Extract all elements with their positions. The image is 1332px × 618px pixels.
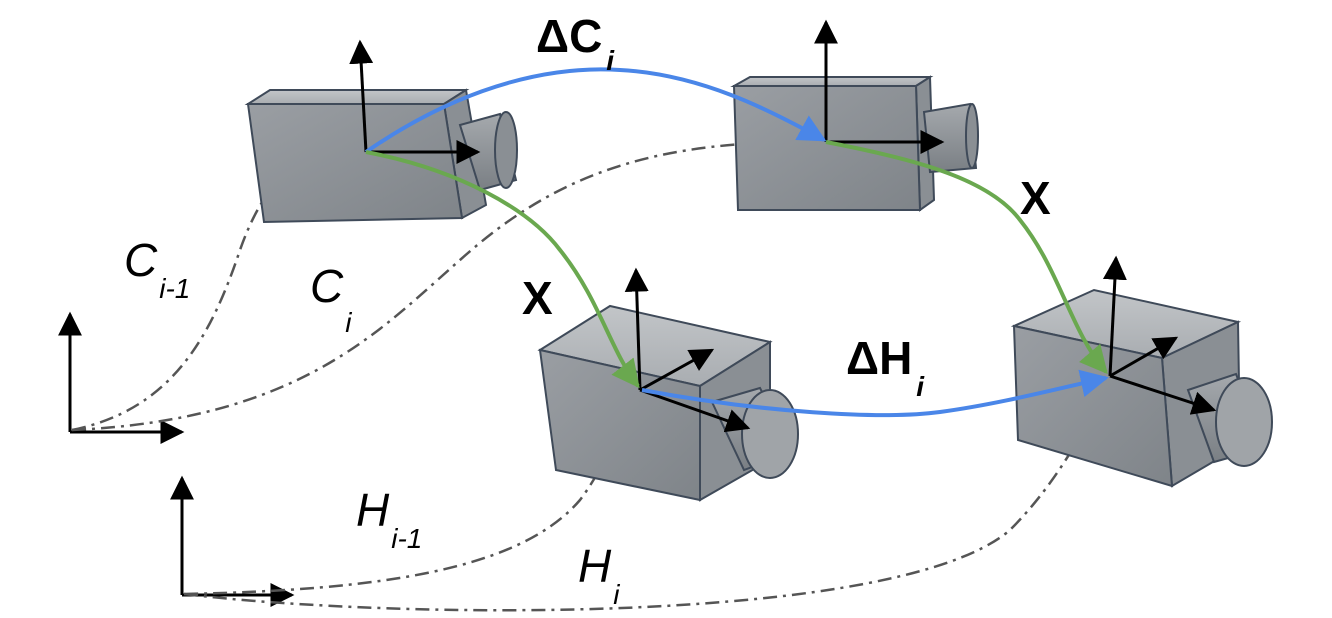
x-arrow-left bbox=[365, 150, 640, 389]
delta-h-arrow bbox=[641, 369, 1109, 418]
label-h-curr: Hi bbox=[578, 540, 620, 610]
world-frame-h bbox=[170, 475, 295, 607]
camera-h-curr bbox=[1010, 288, 1273, 488]
world-frame-c bbox=[58, 311, 185, 444]
axes-camera-c-prev bbox=[349, 39, 481, 164]
x-arrow-right bbox=[825, 140, 1108, 375]
axes-camera-h-curr bbox=[1102, 255, 1217, 415]
label-h-prev: Hi-1 bbox=[356, 484, 422, 554]
camera-h-prev bbox=[537, 304, 799, 502]
trajectory-h-prev bbox=[183, 388, 639, 596]
label-delta-h: ΔHi bbox=[846, 332, 925, 402]
label-x-left: X bbox=[522, 272, 553, 324]
delta-c-arrow bbox=[364, 67, 827, 154]
label-x-right: X bbox=[1020, 172, 1051, 224]
label-c-prev: Ci-1 bbox=[124, 234, 190, 304]
trajectory-c-curr bbox=[71, 133, 824, 432]
label-c-curr: Ci bbox=[310, 260, 352, 338]
